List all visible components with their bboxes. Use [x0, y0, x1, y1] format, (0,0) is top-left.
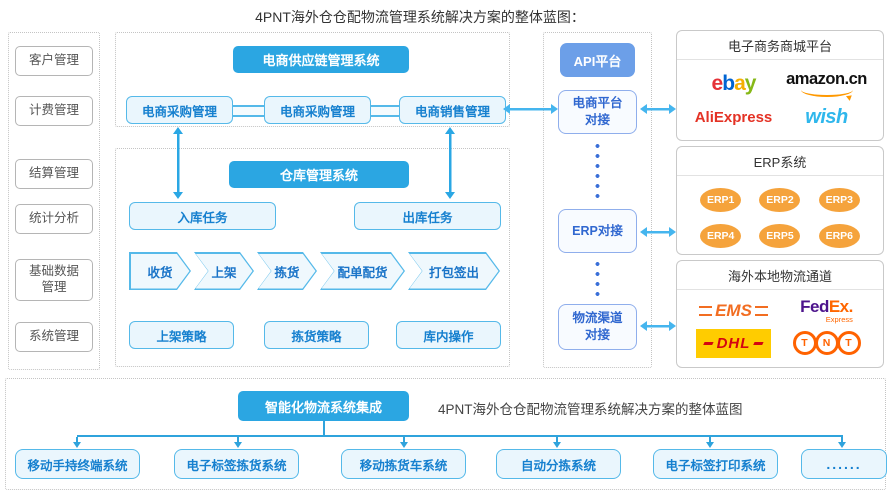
connector-bridge	[227, 105, 268, 117]
erp-node: ERP6	[818, 224, 860, 248]
process-step-label: 上架	[196, 254, 253, 289]
fedex-logo: FedEx. Express	[800, 297, 853, 325]
tnt-logo: T N T	[792, 331, 861, 356]
sidebar-item-basedata: 基础数据管理	[15, 259, 93, 301]
process-step-shelve: 上架	[194, 252, 254, 290]
process-step-receive: 收货	[129, 252, 191, 290]
arrow-purchase-inbound	[172, 127, 184, 199]
integration-caption: 4PNT海外仓仓配物流管理系统解决方案的整体蓝图	[438, 402, 743, 417]
arrow-api-logistics	[640, 320, 676, 332]
api-title-box: API平台	[560, 43, 635, 77]
dhl-logo: DHL	[695, 328, 772, 358]
module-purchase-1: 电商采购管理	[126, 96, 233, 124]
process-step-label: 收货	[131, 254, 190, 289]
platforms-panel: 电子商务商城平台 ebay amazon.cn AliExpress wish	[676, 30, 884, 141]
tree-stub	[323, 421, 325, 436]
logistics-panel: 海外本地物流通道 EMS FedEx. Express DHL T N T	[676, 260, 884, 368]
aliexpress-logo: AliExpress	[694, 108, 773, 126]
ems-logo: EMS	[699, 301, 768, 321]
arrow-sales-api	[503, 103, 558, 115]
sidebar-item-label: 统计分析	[28, 211, 79, 226]
sidebar: 客户管理 计费管理 结算管理 统计分析 基础数据管理 系统管理	[8, 32, 100, 370]
sidebar-item-system: 系统管理	[15, 322, 93, 352]
sidebar-item-customer: 客户管理	[15, 46, 93, 76]
platforms-panel-title: 电子商务商城平台	[677, 31, 883, 60]
inbound-task-box: 入库任务	[129, 202, 276, 230]
process-step-allocate: 配单配货	[320, 252, 405, 290]
erp-panel-title: ERP系统	[677, 147, 883, 176]
erp-node: ERP4	[700, 224, 742, 248]
sidebar-item-label: 结算管理	[28, 166, 79, 181]
warehouse-container: 仓库管理系统 入库任务 出库任务 收货 上架 拣货 配单配货 打包签出 上架策略…	[115, 148, 510, 367]
tree-drop-arrow	[841, 437, 843, 442]
integration-title-box: 智能化物流系统集成	[238, 391, 409, 421]
strategy-inwarehouse: 库内操作	[396, 321, 501, 349]
ebay-logo: ebay	[711, 71, 757, 95]
tree-drop-arrow	[556, 437, 558, 442]
system-picking-cart: 移动拣货车系统	[341, 449, 466, 479]
erp-node: ERP2	[759, 188, 801, 212]
process-step-label: 配单配货	[322, 254, 404, 289]
amazon-logo: amazon.cn	[786, 70, 867, 97]
erp-panel: ERP系统 ERP1 ERP2 ERP3 ERP4 ERP5 ERP6	[676, 146, 884, 255]
erp-node: ERP1	[700, 188, 742, 212]
erp-node: ERP5	[759, 224, 801, 248]
process-step-label: 拣货	[259, 254, 316, 289]
tree-drop-arrow	[237, 437, 239, 442]
system-more: ......	[801, 449, 887, 479]
wish-logo: wish	[805, 105, 848, 128]
ecommerce-container: 电商供应链管理系统 电商采购管理 电商采购管理 电商销售管理	[115, 32, 510, 127]
sidebar-item-settlement: 结算管理	[15, 159, 93, 189]
warehouse-title-box: 仓库管理系统	[229, 161, 409, 188]
sidebar-item-label: 系统管理	[28, 329, 79, 344]
tree-drop-arrow	[709, 437, 711, 442]
system-handheld: 移动手持终端系统	[15, 449, 140, 479]
amazon-swoosh-icon	[800, 87, 853, 97]
api-node-erp: ERP对接	[558, 209, 637, 253]
arrow-api-platforms	[640, 103, 676, 115]
arrow-api-erp	[640, 226, 676, 238]
page-title: 4PNT海外仓仓配物流管理系统解决方案的整体蓝图：	[255, 9, 585, 25]
process-step-label: 打包签出	[410, 254, 499, 289]
tree-hline	[77, 435, 843, 437]
process-step-pick: 拣货	[257, 252, 317, 290]
strategy-shelving: 上架策略	[129, 321, 234, 349]
arrow-sales-outbound	[444, 127, 456, 199]
strategy-picking: 拣货策略	[264, 321, 369, 349]
tree-drop-arrow	[76, 437, 78, 442]
erp-node: ERP3	[818, 188, 860, 212]
sidebar-item-billing: 计费管理	[15, 96, 93, 126]
system-label-printing: 电子标签打印系统	[653, 449, 778, 479]
api-container: API平台 电商平台对接 ERP对接 物流渠道对接	[543, 32, 652, 368]
process-step-pack: 打包签出	[408, 252, 500, 290]
system-auto-sorting: 自动分拣系统	[496, 449, 621, 479]
dotted-link	[595, 259, 600, 301]
dotted-link	[595, 141, 600, 201]
system-label-picking: 电子标签拣货系统	[174, 449, 299, 479]
sidebar-item-label: 计费管理	[28, 103, 79, 118]
api-node-logistics: 物流渠道对接	[558, 304, 637, 350]
ecommerce-title-box: 电商供应链管理系统	[233, 46, 409, 73]
outbound-task-box: 出库任务	[354, 202, 501, 230]
sidebar-item-label: 基础数据管理	[28, 264, 79, 294]
api-node-ecommerce: 电商平台对接	[558, 90, 637, 134]
tree-drop-arrow	[403, 437, 405, 442]
module-sales: 电商销售管理	[399, 96, 506, 124]
module-purchase-2: 电商采购管理	[264, 96, 371, 124]
sidebar-item-statistics: 统计分析	[15, 204, 93, 234]
integration-container: 智能化物流系统集成 4PNT海外仓仓配物流管理系统解决方案的整体蓝图 移动手持终…	[5, 378, 887, 490]
connector-bridge	[365, 105, 403, 117]
logistics-panel-title: 海外本地物流通道	[677, 261, 883, 290]
sidebar-item-label: 客户管理	[28, 53, 79, 68]
